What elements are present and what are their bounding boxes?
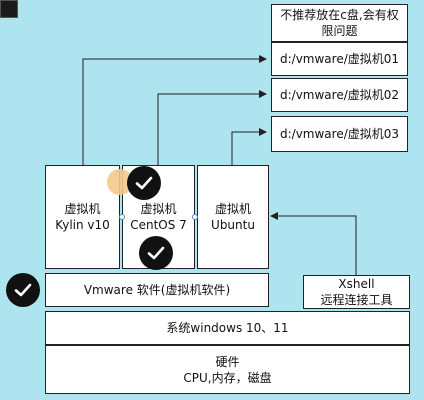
- connector-kylin-to-path01: [82, 55, 267, 165]
- check-icon: [139, 236, 173, 270]
- vmware-software-text: Vmware 软件(虚拟机软件): [83, 283, 231, 297]
- connector-xshell-to-ubuntu: [270, 212, 357, 275]
- warning-note-text: 不推荐放在c盘,会有权限问题: [280, 8, 399, 38]
- vmware-software-box: Vmware 软件(虚拟机软件): [45, 273, 269, 307]
- connector-centos-to-path02: [157, 90, 267, 165]
- vm-path-01-box: d:/vmware/虚拟机01: [271, 42, 408, 76]
- os-layer-box: 系统windows 10、11: [45, 311, 410, 345]
- vm-kylin-text: 虚拟机 Kylin v10: [55, 202, 110, 232]
- selection-handle-left[interactable]: [119, 214, 125, 220]
- vm-path-01-text: d:/vmware/虚拟机01: [279, 52, 400, 66]
- hardware-layer-box: 硬件 CPU,内存，磁盘: [45, 345, 410, 394]
- vm-ubuntu-box: 虚拟机 Ubuntu: [197, 165, 269, 269]
- xshell-text: Xshell 远程连接工具: [320, 277, 393, 307]
- corner-block: [0, 0, 18, 18]
- os-layer-text: 系统windows 10、11: [166, 321, 289, 335]
- warning-note-box: 不推荐放在c盘,会有权限问题: [271, 4, 408, 42]
- check-icon: [127, 166, 161, 200]
- vm-path-02-text: d:/vmware/虚拟机02: [279, 88, 400, 102]
- vm-path-03-box: d:/vmware/虚拟机03: [271, 116, 408, 152]
- vm-path-03-text: d:/vmware/虚拟机03: [279, 127, 400, 141]
- vm-path-02-box: d:/vmware/虚拟机02: [271, 78, 408, 112]
- selection-handle-right[interactable]: [192, 214, 198, 220]
- xshell-box: Xshell 远程连接工具: [303, 275, 410, 309]
- connector-ubuntu-to-path03: [231, 128, 267, 165]
- vm-ubuntu-text: 虚拟机 Ubuntu: [211, 202, 255, 232]
- check-icon: [6, 273, 40, 307]
- vm-centos-text: 虚拟机 CentOS 7: [130, 202, 187, 232]
- hardware-layer-text: 硬件 CPU,内存，磁盘: [183, 354, 272, 385]
